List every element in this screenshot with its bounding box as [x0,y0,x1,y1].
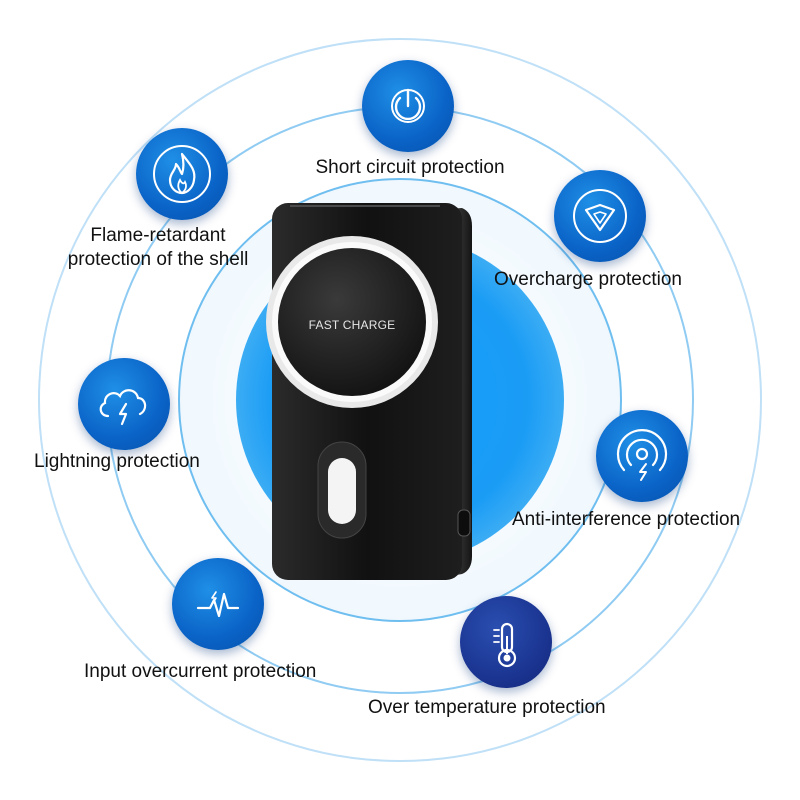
feature-label-anti-interference: Anti-interference protection [512,509,741,530]
feature-label-flame-retardant: Flame-retardant protection of the shell [67,225,249,270]
feature-label-input-overcurrent: Input overcurrent protection [84,661,317,682]
feature-label-over-temperature: Over temperature protection [368,697,606,718]
thermometer-icon [460,596,552,688]
device-pad-label: FAST CHARGE [308,318,396,332]
stand-light [328,458,356,524]
outer-ring [38,38,762,762]
signal-icon [596,410,688,502]
feature-label-overcharge: Overcharge protection [494,269,682,290]
side-button [457,509,471,537]
pulse-icon [172,558,264,650]
feature-label-short-circuit: Short circuit protection [315,157,505,178]
shield-icon [554,170,646,262]
power-icon [362,60,454,152]
storm-cloud-icon [78,358,170,450]
flame-icon [136,128,228,220]
feature-label-lightning: Lightning protection [34,451,200,472]
